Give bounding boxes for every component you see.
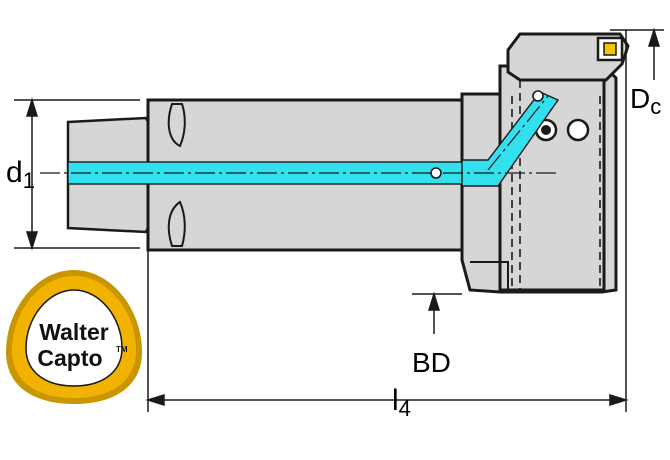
bd-arrow <box>427 291 441 311</box>
dc-arrow <box>647 27 661 47</box>
l4-label-sub: 4 <box>399 396 411 421</box>
bar-slot-upper <box>167 103 186 148</box>
dimension-labels: d1 Dc BD l4 <box>6 83 661 421</box>
bar-slot-lower <box>167 200 186 247</box>
dc-label-main: D <box>630 83 650 114</box>
l4-extension-lines <box>147 30 627 412</box>
l4-arrow-left <box>145 393 165 407</box>
logo-text-walter: Walter <box>39 319 108 345</box>
dc-label-sub: c <box>650 94 661 119</box>
coolant-channel-head <box>461 91 560 187</box>
pin-hole <box>566 118 590 142</box>
coolant-outlet <box>532 90 544 102</box>
d1-extension-lines <box>14 99 140 249</box>
cutting-insert-hole <box>603 42 617 56</box>
logo-trademark: TM <box>116 345 128 354</box>
l4-arrow-right <box>609 393 629 407</box>
dimensions <box>14 27 664 412</box>
coolant-channel <box>40 90 560 187</box>
d1-arrow-top <box>25 97 39 117</box>
clamp-screw-inner <box>541 125 551 135</box>
l4-label-main: l <box>392 384 399 417</box>
d1-arrow-bottom <box>25 231 39 251</box>
l4-label: l4 <box>392 384 411 421</box>
d1-label: d1 <box>6 156 35 193</box>
d1-label-sub: 1 <box>23 168 35 193</box>
head-lower-relief <box>470 261 509 290</box>
coolant-port <box>430 167 442 179</box>
coolant-centerline <box>40 95 560 174</box>
bd-label: BD <box>412 347 451 378</box>
dc-label: Dc <box>630 83 661 119</box>
walter-capto-logo: Walter Capto TM <box>6 270 142 404</box>
logo-text-capto: Capto <box>37 345 102 371</box>
logo-inner-disc <box>25 289 123 387</box>
d1-label-main: d <box>6 156 23 189</box>
